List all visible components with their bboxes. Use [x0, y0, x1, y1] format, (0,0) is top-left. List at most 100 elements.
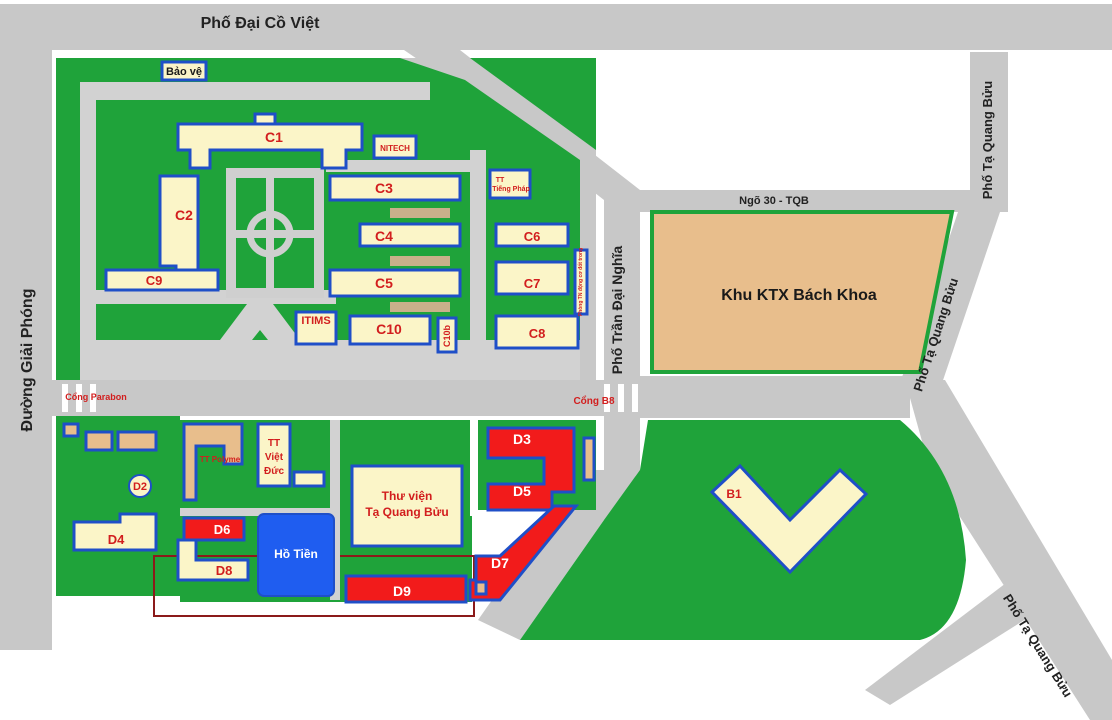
south-path-v1 — [330, 420, 340, 600]
road-giai-phong — [0, 50, 52, 650]
building-c8 — [494, 314, 580, 350]
label-c1: C1 — [265, 129, 283, 145]
b1-grass — [520, 420, 966, 640]
label-d2: D2 — [133, 481, 147, 493]
road-ta-quang-buu-branch — [865, 580, 1040, 705]
central-square-ew-walk — [236, 230, 314, 238]
building-d2-small-2 — [84, 430, 114, 452]
path-fork — [190, 300, 330, 380]
building-d-small-east — [582, 436, 596, 482]
dorm-area — [650, 210, 955, 374]
crosswalks — [62, 384, 638, 412]
building-d2 — [128, 474, 152, 498]
crosswalk-b8-3 — [632, 384, 638, 412]
label-d6: D6 — [214, 522, 231, 537]
building-d6 — [182, 516, 246, 542]
label-tt-viet-duc-3: Đức — [264, 466, 284, 477]
north-internal-paths — [80, 82, 580, 380]
label-phong-tn: Phòng TN động cơ đốt trong — [577, 248, 584, 316]
label-d4: D4 — [108, 532, 125, 547]
road-label-ta-quang-buu-north: Phố Tạ Quang Bửu — [980, 81, 995, 200]
path-right-1 — [470, 150, 486, 380]
building-d9 — [344, 574, 468, 604]
label-tt-viet-duc-1: TT — [268, 438, 280, 449]
north-campus — [56, 58, 596, 380]
south-buildings — [62, 422, 596, 604]
central-square — [226, 168, 324, 298]
road-ta-quang-buu-north — [970, 52, 1008, 212]
label-library-2: Tạ Quang Bửu — [365, 505, 448, 519]
label-c10: C10 — [376, 321, 402, 337]
south-campus — [56, 416, 596, 617]
crosswalk-parabon-1 — [62, 384, 68, 412]
label-c5: C5 — [375, 275, 393, 291]
crosswalk-parabon-2 — [76, 384, 82, 412]
road-ta-quang-buu-south — [905, 380, 1112, 720]
building-d4 — [72, 512, 158, 552]
label-d9: D9 — [393, 583, 411, 599]
building-d3-d5 — [486, 426, 576, 512]
north-buildings — [104, 60, 589, 354]
dorm-block — [650, 210, 955, 374]
label-c9: C9 — [146, 273, 163, 288]
building-tt-viet-duc — [256, 422, 292, 488]
building-c5 — [328, 268, 462, 298]
lake-ho-tien — [257, 513, 335, 597]
b1-area — [520, 420, 966, 640]
path-mid-1 — [326, 160, 470, 172]
south-west-grass-bottom — [160, 416, 180, 596]
crosswalk-b8-2 — [618, 384, 624, 412]
label-itims: ITIMS — [301, 315, 330, 327]
building-tt-viet-duc-annex — [292, 470, 326, 488]
path-top — [80, 82, 430, 100]
label-d7: D7 — [491, 555, 509, 571]
building-phong-tn — [573, 248, 589, 316]
label-lake: Hồ Tiền — [274, 547, 318, 561]
label-bao-ve: Bảo vệ — [166, 66, 202, 78]
label-dorm: Khu KTX Bách Khoa — [721, 287, 877, 304]
building-d7 — [468, 504, 580, 602]
building-d-small-south — [474, 580, 488, 596]
label-library-1: Thư viện — [382, 489, 433, 503]
road-label-dai-co-viet: Phố Đại Cồ Việt — [201, 15, 321, 32]
central-square-roundabout — [246, 210, 294, 258]
road-dai-co-viet — [0, 4, 1112, 50]
label-tt-viet-duc-2: Việt — [265, 452, 284, 463]
label-c4: C4 — [375, 228, 393, 244]
label-c6: C6 — [524, 229, 541, 244]
building-c1-annex — [253, 112, 277, 126]
label-tt-polyme: TT Polyme — [200, 455, 241, 464]
annex-c5 — [390, 302, 450, 312]
building-d2-small-1 — [62, 422, 80, 438]
road-label-ngo-30: Ngõ 30 - TQB — [739, 195, 809, 207]
crosswalk-b8-1 — [604, 384, 610, 412]
crosswalk-parabon-3 — [90, 384, 96, 412]
label-c8: C8 — [529, 326, 546, 341]
building-d8 — [176, 538, 250, 582]
road-label-giai-phong: Đường Giải Phóng — [19, 289, 36, 432]
building-nitech — [372, 134, 418, 160]
building-c1 — [176, 122, 364, 170]
label-tt-tieng-phap-1: TT — [496, 177, 505, 184]
label-d8: D8 — [216, 563, 233, 578]
label-b1: B1 — [726, 487, 742, 501]
annex-c3 — [390, 208, 450, 218]
building-tt-tieng-phap — [488, 168, 532, 200]
road-b-area-horizontal — [640, 376, 910, 418]
north-small-annexes — [390, 208, 450, 312]
building-c4 — [358, 222, 462, 248]
building-c7 — [494, 260, 570, 296]
building-c6 — [494, 222, 570, 248]
building-tt-polyme — [182, 422, 244, 502]
building-bao-ve — [160, 60, 208, 82]
building-c3 — [328, 174, 462, 202]
building-c9 — [104, 268, 220, 292]
building-d2-small-3 — [116, 430, 158, 452]
building-library — [350, 464, 464, 548]
label-d3: D3 — [513, 431, 531, 447]
label-tt-tieng-phap-2: Tiếng Pháp — [492, 185, 530, 193]
building-c10b — [436, 316, 458, 354]
label-d5: D5 — [513, 483, 531, 499]
